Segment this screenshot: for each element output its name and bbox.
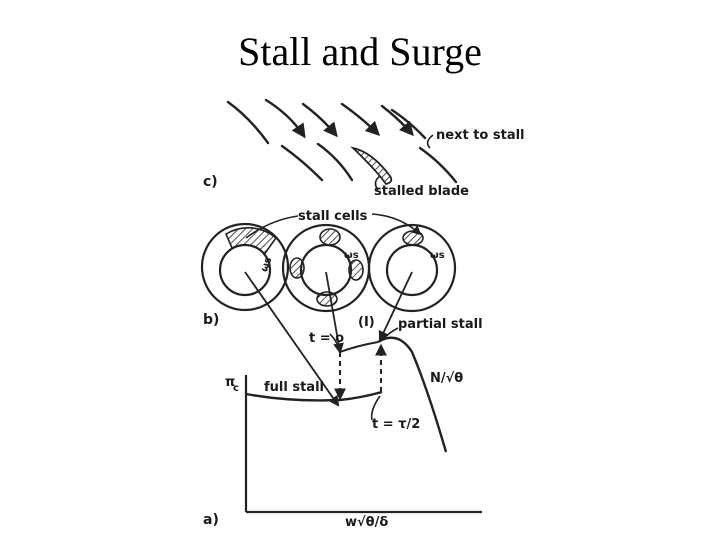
- omega-s-label-2: ωs: [344, 250, 359, 261]
- blade-bottom-5: [418, 146, 458, 184]
- stall-cell-left: [289, 257, 305, 279]
- connector-lines: [244, 271, 413, 407]
- blade-bottom-1: [280, 144, 324, 182]
- slide-title: Stall and Surge: [238, 29, 482, 74]
- annulus-two-cells: ωs: [281, 223, 371, 313]
- annulus-single-cell: ωs: [367, 223, 457, 313]
- stall-cell-bottom: [316, 291, 338, 307]
- compressor-axes: [244, 375, 482, 514]
- blade-top-5: [380, 104, 414, 137]
- annulus-full-stall: ωs: [200, 222, 290, 312]
- stall-cell-single: [402, 230, 424, 246]
- stalled-blade-label: stalled blade: [374, 184, 469, 199]
- blade-top-2: [264, 98, 306, 139]
- top-connection: [339, 341, 379, 353]
- blade-cascade: [226, 98, 458, 184]
- stall-cell-right: [348, 259, 364, 281]
- panel-a-marker: a): [203, 512, 219, 528]
- x-axis-label: w√θ/δ: [345, 515, 388, 530]
- speed-line-curve: [377, 336, 448, 453]
- y-axis-label: π: [225, 375, 235, 390]
- blade-top-3: [301, 102, 338, 138]
- blade-bottom-2: [316, 142, 354, 182]
- y-axis-subscript: c: [233, 383, 239, 394]
- partial-stall-leader: [381, 327, 399, 341]
- stalled-blade-leader: [374, 175, 381, 191]
- curve-label: N/√θ: [430, 371, 463, 386]
- full-stall-label: full stall: [264, 380, 324, 395]
- omega-s-label-1: ωs: [259, 256, 274, 274]
- panel-c-marker: c): [203, 174, 218, 190]
- t-half-leader: [370, 395, 381, 421]
- blade-top-1: [226, 100, 270, 145]
- omega-s-label-3: ωs: [430, 250, 445, 261]
- blade-top-6: [390, 108, 427, 140]
- t-zero-label: t = o: [309, 331, 344, 346]
- point-label: (I): [358, 315, 375, 330]
- stall-cells-label: stall cells: [298, 209, 368, 224]
- next-to-stall-label: next to stall: [436, 128, 525, 143]
- panel-b-marker: b): [203, 312, 219, 328]
- t-zero-leader: [329, 333, 341, 351]
- next-to-stall-leader: [426, 134, 434, 149]
- stalled-blade-shape: [350, 146, 393, 186]
- blade-top-4: [340, 102, 381, 137]
- t-half-label: t = τ/2: [372, 417, 420, 432]
- partial-stall-label: partial stall: [398, 317, 483, 332]
- stall-cell-top: [319, 228, 341, 246]
